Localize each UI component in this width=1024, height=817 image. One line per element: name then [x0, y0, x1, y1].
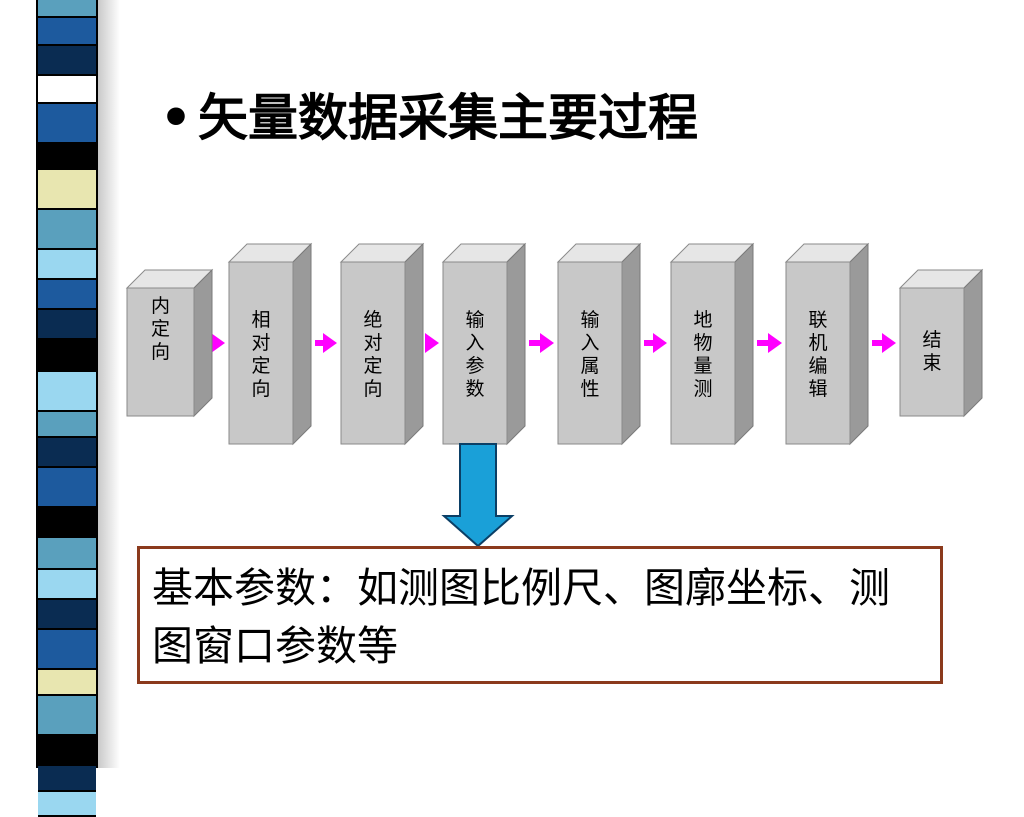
flow-step-box: 输入参数 — [441, 242, 527, 446]
flow-step-label: 输入属性 — [580, 309, 599, 400]
stripe-segment — [38, 18, 96, 46]
stripe-segment — [38, 670, 96, 696]
stripe-segment — [38, 792, 96, 817]
stripe-segment — [38, 372, 96, 412]
flow-step-label: 内定向 — [151, 295, 170, 363]
flow-step-box: 地物量测 — [669, 242, 755, 446]
stripe-segment — [38, 630, 96, 670]
stripe-shadow — [98, 0, 120, 768]
stripe-segment — [38, 76, 96, 104]
process-flow-diagram: 内定向 相对定向 绝对定向 输入参数 输入属性 地物量测 联机编辑 结束 — [125, 242, 984, 548]
parameter-note-box: 基本参数：如测图比例尺、图廓坐标、测图窗口参数等 — [137, 546, 943, 684]
stripe-segment — [38, 412, 96, 438]
connector-arrow — [644, 333, 667, 353]
connector-arrow — [529, 333, 554, 353]
down-arrow-icon — [441, 443, 515, 548]
flow-step-label: 输入参数 — [465, 309, 484, 400]
stripe-segment — [38, 310, 96, 340]
bullet-icon: • — [160, 89, 192, 147]
stripe-segment — [38, 280, 96, 310]
stripe-segment — [38, 144, 96, 170]
flow-step-label: 地物量测 — [693, 309, 712, 400]
stripe-segment — [38, 508, 96, 538]
flow-step-box: 相对定向 — [227, 242, 313, 446]
flow-step-box: 输入属性 — [556, 242, 642, 446]
stripe-segment — [38, 250, 96, 280]
flow-step-box: 内定向 — [125, 268, 214, 418]
stripe-segment — [38, 600, 96, 630]
flow-step-label: 联机编辑 — [808, 309, 827, 400]
connector-arrow — [872, 333, 896, 353]
slide-title-text: 矢量数据采集主要过程 — [197, 89, 698, 147]
flow-step-box: 结束 — [898, 268, 984, 418]
stripe-segment — [38, 570, 96, 600]
flow-step-box: 绝对定向 — [339, 242, 425, 446]
stripe-segment — [38, 538, 96, 570]
connector-arrow — [211, 333, 225, 353]
slide: •矢量数据采集主要过程 内定向 相对定向 绝对定向 输入参数 输入属性 地物量测 联机编辑 结… — [36, 0, 984, 817]
stripe-segment — [38, 696, 96, 736]
connector-arrow — [425, 333, 439, 353]
stripe-segment — [38, 170, 96, 210]
stripe-segment — [38, 46, 96, 76]
stripe-segment — [38, 210, 96, 250]
stripe-segment — [38, 0, 96, 18]
connector-arrow — [757, 333, 782, 353]
flow-step-box: 联机编辑 — [784, 242, 870, 446]
flow-step-label: 绝对定向 — [363, 309, 382, 400]
connector-arrow — [315, 333, 337, 353]
stripe-segment — [38, 104, 96, 144]
flow-step-label: 结束 — [922, 329, 941, 374]
stripe-segment — [38, 340, 96, 372]
stripe-segment — [38, 468, 96, 508]
slide-title: •矢量数据采集主要过程 — [160, 78, 698, 150]
flow-step-label: 相对定向 — [251, 309, 270, 400]
stripe-segment — [38, 736, 96, 766]
stripe-segment — [38, 438, 96, 468]
stripe-segment — [38, 766, 96, 792]
